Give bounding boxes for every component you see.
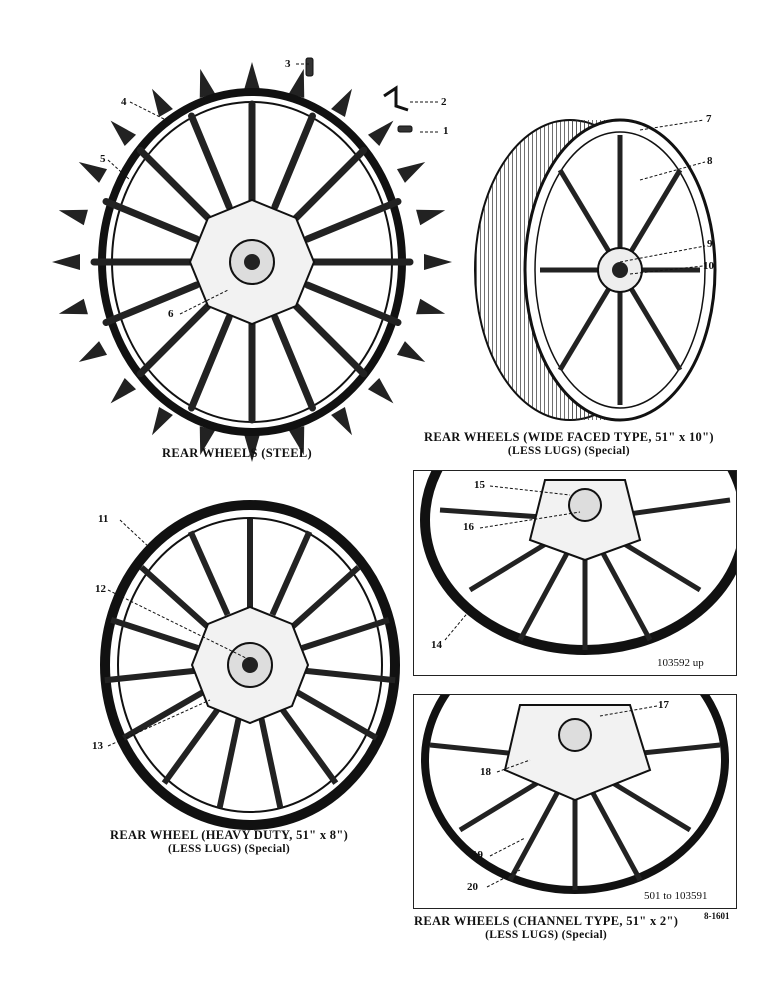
callout-3: 3 xyxy=(285,58,291,70)
wide-detail-drawing xyxy=(420,470,737,655)
callout-18: 18 xyxy=(480,766,491,778)
callout-1: 1 xyxy=(443,125,449,137)
caption-rear-wheels-channel: REAR WHEELS (CHANNEL TYPE, 51" x 2") (LE… xyxy=(414,914,678,941)
caption-line-1: REAR WHEEL (HEAVY DUTY, 51" x 8") xyxy=(110,828,349,842)
serial-range-103592-up: 103592 up xyxy=(657,657,704,669)
callout-8: 8 xyxy=(707,155,713,167)
callout-20: 20 xyxy=(467,881,478,893)
caption-rear-wheels-wide-faced: REAR WHEELS (WIDE FACED TYPE, 51" x 10")… xyxy=(424,430,714,457)
caption-line: REAR WHEELS (STEEL) xyxy=(162,446,312,460)
caption-line-2: (LESS LUGS) (Special) xyxy=(168,843,291,855)
callout-13: 13 xyxy=(92,740,103,752)
callout-19: 19 xyxy=(472,849,483,861)
caption-line-2: (LESS LUGS) (Special) xyxy=(485,929,608,941)
callout-16: 16 xyxy=(463,521,474,533)
caption-line-1: REAR WHEELS (WIDE FACED TYPE, 51" x 10") xyxy=(424,430,714,444)
steel-wheel-drawing xyxy=(52,62,452,462)
channel-wheel-drawing xyxy=(421,694,729,894)
callout-leader-lines xyxy=(107,63,706,888)
serial-range-501-to-103591: 501 to 103591 xyxy=(644,890,708,902)
callout-2: 2 xyxy=(441,96,447,108)
wide-faced-wheel-drawing xyxy=(474,118,717,422)
detail-panel-103592-up xyxy=(413,470,737,676)
callout-9: 9 xyxy=(707,238,713,250)
callout-5: 5 xyxy=(100,153,106,165)
callout-14: 14 xyxy=(431,639,442,651)
drawing-number: 8-1601 xyxy=(704,911,730,921)
callout-12: 12 xyxy=(95,583,106,595)
steel-wheel-lugs xyxy=(52,62,452,462)
callout-17: 17 xyxy=(658,699,669,711)
caption-line-1: REAR WHEELS (CHANNEL TYPE, 51" x 2") xyxy=(414,914,679,928)
caption-line-2: (LESS LUGS) (Special) xyxy=(507,445,630,457)
callout-7: 7 xyxy=(706,113,712,125)
callout-6: 6 xyxy=(168,308,174,320)
steel-wheel-loose-parts xyxy=(305,57,413,133)
callout-11: 11 xyxy=(98,513,109,525)
caption-rear-wheel-heavy-duty: REAR WHEEL (HEAVY DUTY, 51" x 8") (LESS … xyxy=(110,828,348,855)
detail-panel-501-to-103591 xyxy=(413,694,737,909)
caption-rear-wheels-steel: REAR WHEELS (STEEL) xyxy=(162,446,312,461)
callout-4: 4 xyxy=(121,96,127,108)
callout-15: 15 xyxy=(474,479,485,491)
steel-wheel-spokes xyxy=(90,100,414,424)
heavy-duty-wheel-drawing xyxy=(100,500,400,830)
callout-10: 10 xyxy=(703,260,714,272)
